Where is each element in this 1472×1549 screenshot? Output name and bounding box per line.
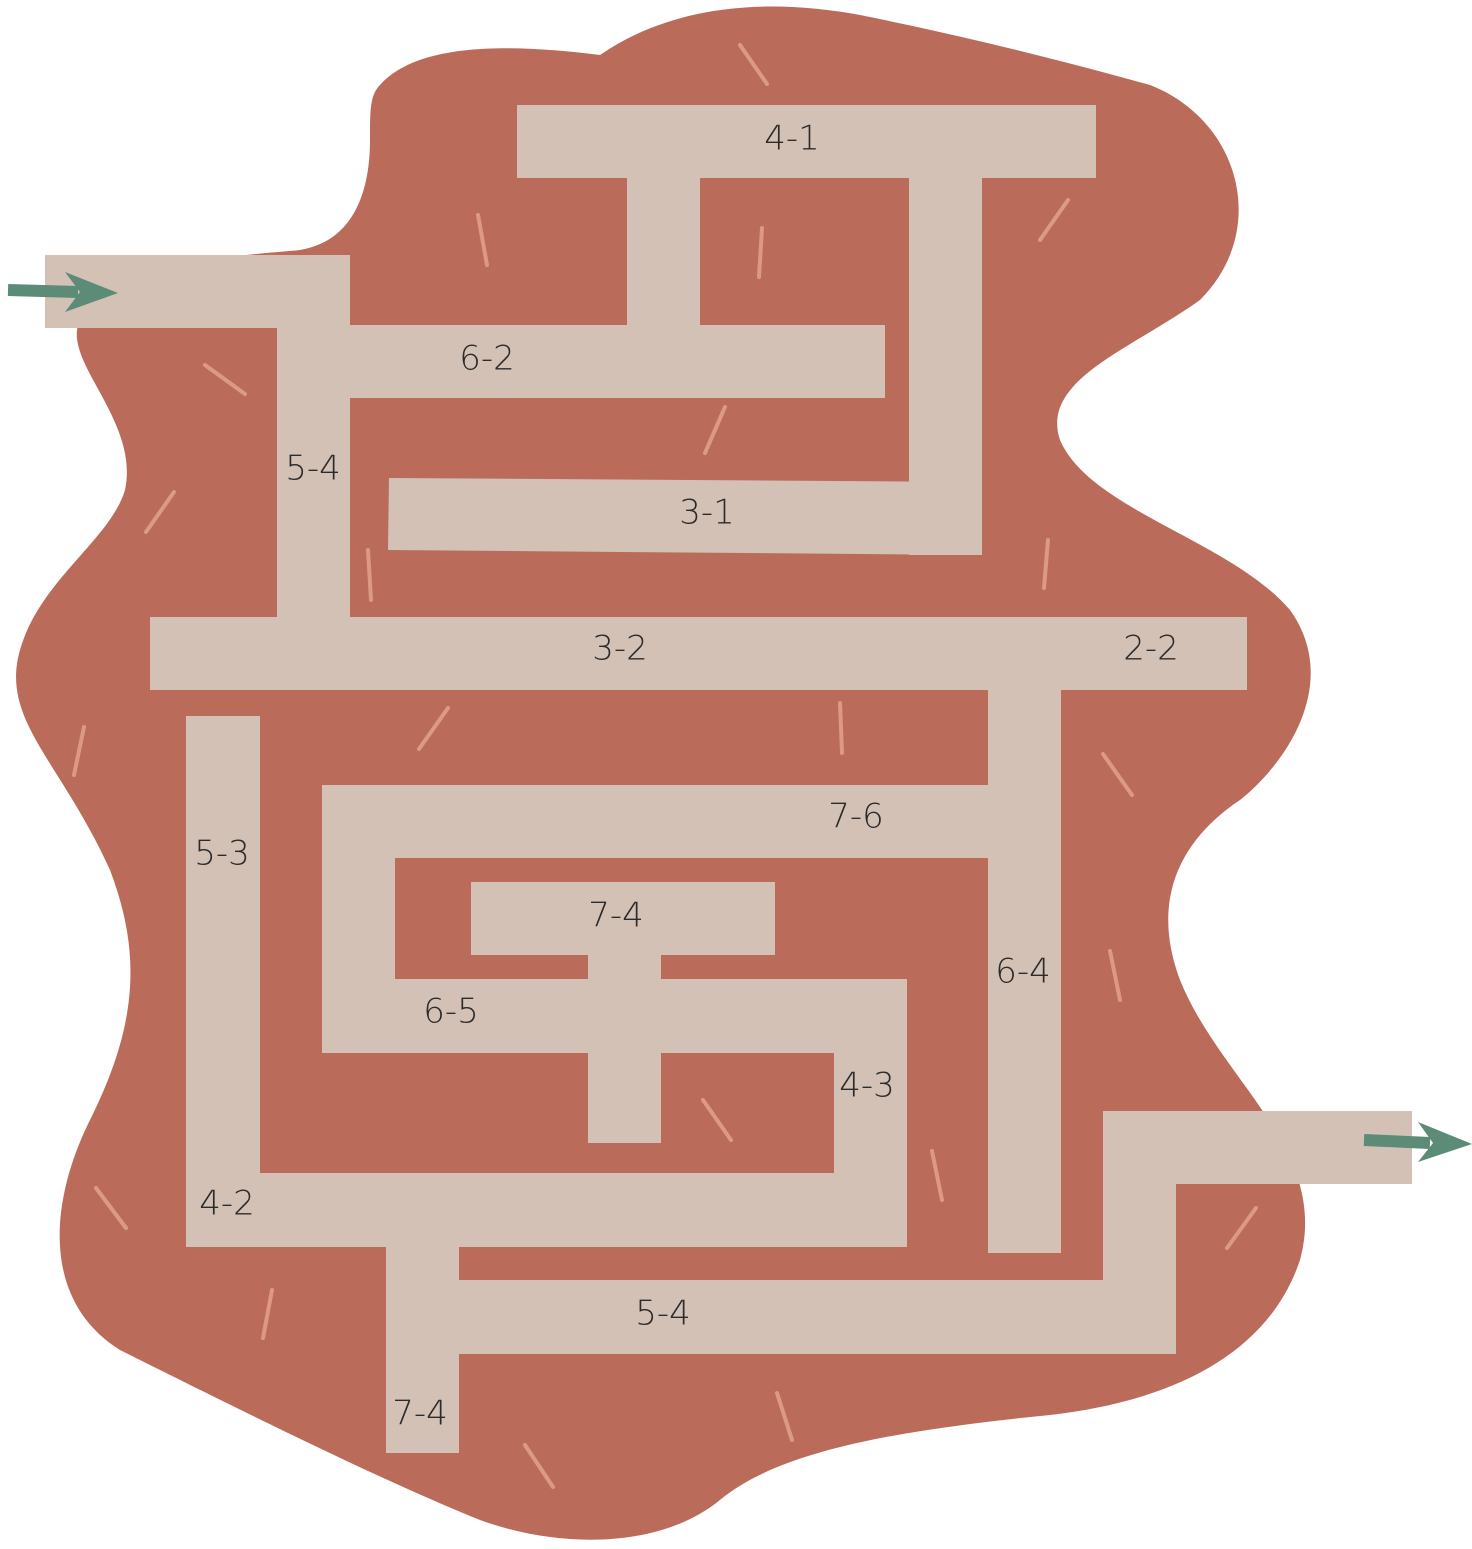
path-3-1[interactable] <box>388 478 982 555</box>
path-5-4-vertical[interactable] <box>277 255 350 625</box>
label-6-4: 6-4 <box>995 952 1051 992</box>
label-5-4-top: 5-4 <box>285 449 341 489</box>
label-2-2: 2-2 <box>1123 629 1179 669</box>
path-3-2[interactable] <box>150 617 1247 690</box>
path-labels: 4-1 6-2 5-4 3-1 3-2 2-2 5-3 7-6 7-4 6-4 … <box>194 119 1179 1434</box>
label-4-1: 4-1 <box>764 119 820 159</box>
arrow-right-icon <box>7 272 118 312</box>
path-stem-left[interactable] <box>627 170 700 330</box>
label-3-2: 3-2 <box>592 629 648 669</box>
blob-specks <box>72 43 1258 1489</box>
maze-paths <box>45 105 1412 1453</box>
label-6-5: 6-5 <box>423 992 479 1032</box>
label-5-4-bottom: 5-4 <box>635 1294 691 1334</box>
path-exit[interactable] <box>1103 1111 1412 1184</box>
path-4-2[interactable] <box>186 1173 907 1247</box>
path-7-6[interactable] <box>322 785 1002 858</box>
path-5-3[interactable] <box>186 716 260 1246</box>
label-4-2: 4-2 <box>199 1184 255 1224</box>
label-6-2: 6-2 <box>459 339 515 379</box>
label-7-6: 7-6 <box>828 797 884 837</box>
path-4-1[interactable] <box>517 105 1096 178</box>
path-5-4-bottom[interactable] <box>386 1280 1176 1354</box>
path-6-4[interactable] <box>988 680 1061 1253</box>
path-t-stem[interactable] <box>588 940 661 1143</box>
arrow-right-icon <box>1363 1122 1472 1162</box>
path-6-2[interactable] <box>277 325 885 398</box>
label-3-1: 3-1 <box>679 493 735 533</box>
label-5-3: 5-3 <box>194 834 250 874</box>
label-7-4-bottom: 7-4 <box>392 1394 448 1434</box>
label-4-3: 4-3 <box>839 1066 895 1106</box>
label-7-4-top: 7-4 <box>588 896 644 936</box>
